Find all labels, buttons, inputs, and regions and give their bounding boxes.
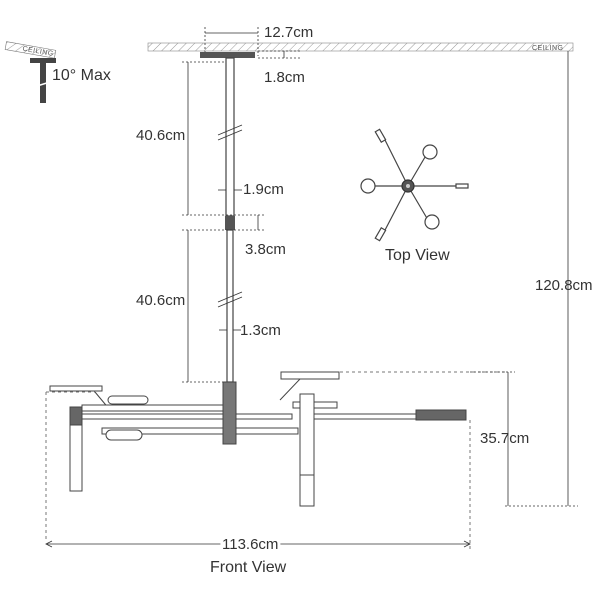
top-view-drawing bbox=[360, 128, 469, 242]
stem-length-dimensions bbox=[182, 61, 265, 383]
ceiling-hatch bbox=[147, 42, 574, 52]
ceiling: CEILING bbox=[147, 42, 574, 52]
coupler-height-label: 3.8cm bbox=[245, 241, 286, 258]
stem-upper-length-label: 40.6cm bbox=[136, 127, 185, 144]
stem bbox=[225, 57, 235, 383]
slope-max-label: 10° Max bbox=[52, 67, 111, 84]
canopy-dimensions bbox=[204, 27, 300, 59]
overall-height-label: 120.8cm bbox=[535, 277, 593, 294]
overall-width-dimension bbox=[45, 540, 471, 548]
fixture-height-label: 35.7cm bbox=[480, 430, 529, 447]
top-view-caption: Top View bbox=[385, 247, 450, 264]
canopy-height-label: 1.8cm bbox=[264, 69, 305, 86]
slope-canopy bbox=[30, 58, 56, 63]
canopy-width-label: 12.7cm bbox=[264, 24, 313, 41]
stem-lower-length-label: 40.6cm bbox=[136, 292, 185, 309]
slope-diagram: CEILING 10° Max bbox=[4, 41, 111, 103]
overall-width-label: 113.6cm bbox=[222, 536, 278, 553]
slope-stem bbox=[40, 63, 46, 103]
slope-ceiling-hatch bbox=[4, 41, 57, 59]
stem-coupler bbox=[225, 216, 235, 230]
fixture-front bbox=[45, 371, 508, 550]
overall-height-dimension bbox=[505, 51, 578, 507]
canopy-plate bbox=[200, 52, 255, 58]
slope-ceiling-label: CEILING bbox=[22, 46, 54, 58]
lower-stem bbox=[226, 229, 234, 383]
front-view-caption: Front View bbox=[210, 559, 287, 576]
ceiling-label: CEILING bbox=[532, 45, 564, 52]
upper-stem bbox=[225, 57, 235, 217]
stem-lower-diameter-label: 1.3cm bbox=[240, 322, 281, 339]
stem-upper-diameter-label: 1.9cm bbox=[243, 181, 284, 198]
fixture-height-dimension bbox=[470, 371, 515, 506]
